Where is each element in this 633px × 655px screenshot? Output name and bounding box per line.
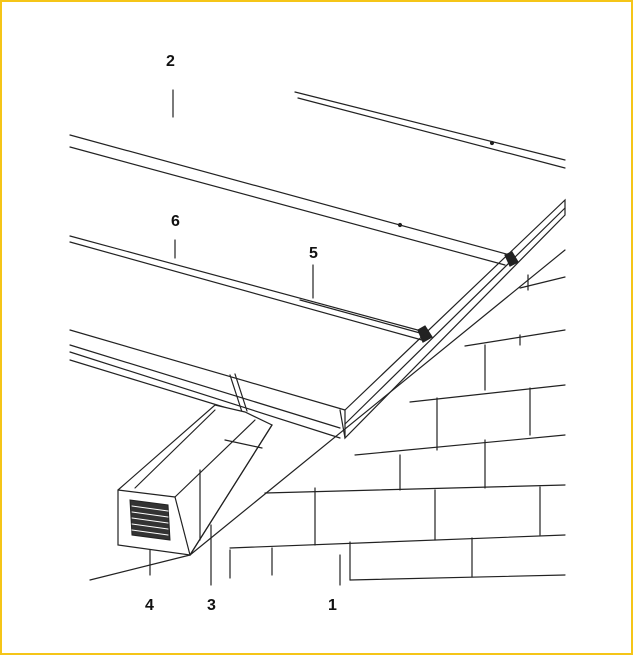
ventilation-grille-4 [129, 499, 171, 541]
callout-label-6: 6 [171, 213, 180, 230]
callout-label-5: 5 [309, 245, 318, 262]
purlin-6-and-5 [69, 235, 433, 343]
callout-leaders [149, 89, 341, 586]
callout-label-3: 3 [207, 597, 216, 614]
masonry-wall [89, 249, 566, 581]
main-roof-beam [69, 198, 566, 440]
callout-label-2: 2 [166, 53, 175, 70]
callout-label-4: 4 [145, 597, 154, 614]
callout-label-1: 1 [328, 597, 337, 614]
upper-rafter-2 [69, 91, 566, 267]
